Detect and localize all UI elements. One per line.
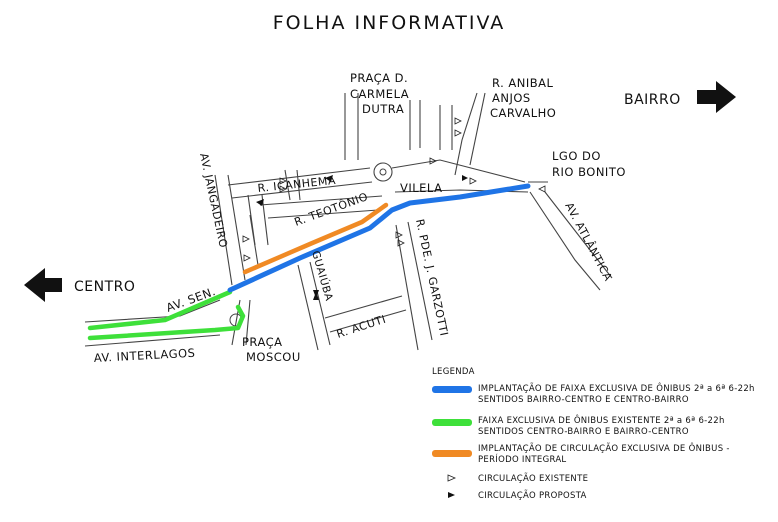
centro-direction: CENTRO — [24, 268, 135, 302]
legend-green-line1: FAIXA EXCLUSIVA DE ÔNIBUS EXISTENTE 2ª a… — [478, 414, 725, 426]
label-vilela: VILELA — [400, 181, 442, 195]
circulation-proposed-icon — [313, 292, 319, 300]
circulation-existing-icon — [454, 129, 462, 137]
legend-circ-proposta: CIRCULAÇÃO PROPOSTA — [478, 490, 587, 501]
legend-proposed-icon — [448, 492, 455, 498]
circulation-proposed-icon — [256, 199, 264, 206]
page-title: FOLHA INFORMATIVA — [272, 12, 506, 34]
label-anjos: ANJOS — [492, 91, 531, 105]
route-lines — [87, 183, 531, 341]
circulation-existing-icon — [538, 185, 546, 193]
legend-swatch-blue — [432, 386, 472, 393]
circulation-markers — [242, 117, 546, 300]
legend-heading: LEGENDA — [432, 367, 475, 377]
circulation-existing-icon — [279, 177, 287, 185]
label-rio-bonito: RIO BONITO — [552, 165, 626, 179]
label-icanhema: R. ICANHEMA — [257, 174, 337, 195]
label-garzotti: R. PDE. J. GARZOTTI — [413, 218, 451, 337]
label-carmela: CARMELA — [350, 87, 409, 101]
label-r-anibal: R. ANIBAL — [492, 76, 554, 90]
circulation-existing-icon — [454, 117, 462, 125]
legend-circ-existente: CIRCULAÇÃO EXISTENTE — [478, 473, 588, 484]
legend-existing-icon — [447, 474, 457, 482]
label-acuti: R. ACUTI — [335, 313, 388, 341]
arrow-left-icon — [24, 268, 62, 302]
legend-green-line2: SENTIDOS CENTRO-BAIRRO E BAIRRO-CENTRO — [478, 427, 689, 437]
circulation-existing-icon — [243, 254, 251, 262]
legend-orange-line1: IMPLANTAÇÃO DE CIRCULAÇÃO EXCLUSIVA DE Ô… — [478, 442, 730, 454]
label-jangadeiro: AV. JANGADEIRO — [197, 152, 230, 249]
circulation-existing-icon — [242, 235, 250, 243]
circulation-existing-icon — [397, 239, 405, 247]
route-blue — [227, 183, 531, 293]
street-network — [84, 92, 613, 351]
arrow-right-icon — [697, 81, 736, 113]
label-atlantica: AV. ATLÂNTICA — [562, 200, 614, 283]
label-carvalho: CARVALHO — [490, 106, 556, 120]
route-green-lower — [87, 304, 246, 341]
centro-label: CENTRO — [74, 279, 135, 295]
legend-blue-line1: IMPLANTAÇÃO DE FAIXA EXCLUSIVA DE ÔNIBUS… — [478, 382, 755, 394]
circulation-proposed-icon — [325, 175, 333, 182]
label-interlagos: AV. INTERLAGOS — [93, 346, 195, 365]
route-orange — [242, 202, 389, 275]
route-green-upper — [87, 289, 233, 331]
legend-swatch-green — [432, 419, 472, 426]
label-praca: PRAÇA — [242, 335, 283, 349]
bairro-direction: BAIRRO — [624, 81, 736, 113]
circulation-existing-icon — [469, 177, 477, 185]
legend-blue-line2: SENTIDOS BAIRRO-CENTRO E CENTRO-BAIRRO — [478, 395, 689, 405]
circulation-existing-icon — [279, 185, 287, 193]
label-lgo-do: LGO DO — [552, 149, 601, 163]
circulation-existing-icon — [395, 231, 403, 239]
label-praca-d: PRAÇA D. — [350, 71, 408, 85]
legend-orange-line2: PERÍODO INTEGRAL — [478, 453, 566, 465]
circulation-existing-icon — [429, 157, 437, 165]
label-moscou: MOSCOU — [246, 350, 301, 364]
legend-swatch-orange — [432, 450, 472, 457]
circulation-proposed-icon — [462, 175, 468, 181]
legend: LEGENDA IMPLANTAÇÃO DE FAIXA EXCLUSIVA D… — [432, 367, 755, 501]
bairro-label: BAIRRO — [624, 92, 681, 108]
label-dutra: DUTRA — [362, 102, 404, 116]
street-labels: PRAÇA D. CARMELA DUTRA R. ANIBAL ANJOS C… — [93, 71, 625, 365]
